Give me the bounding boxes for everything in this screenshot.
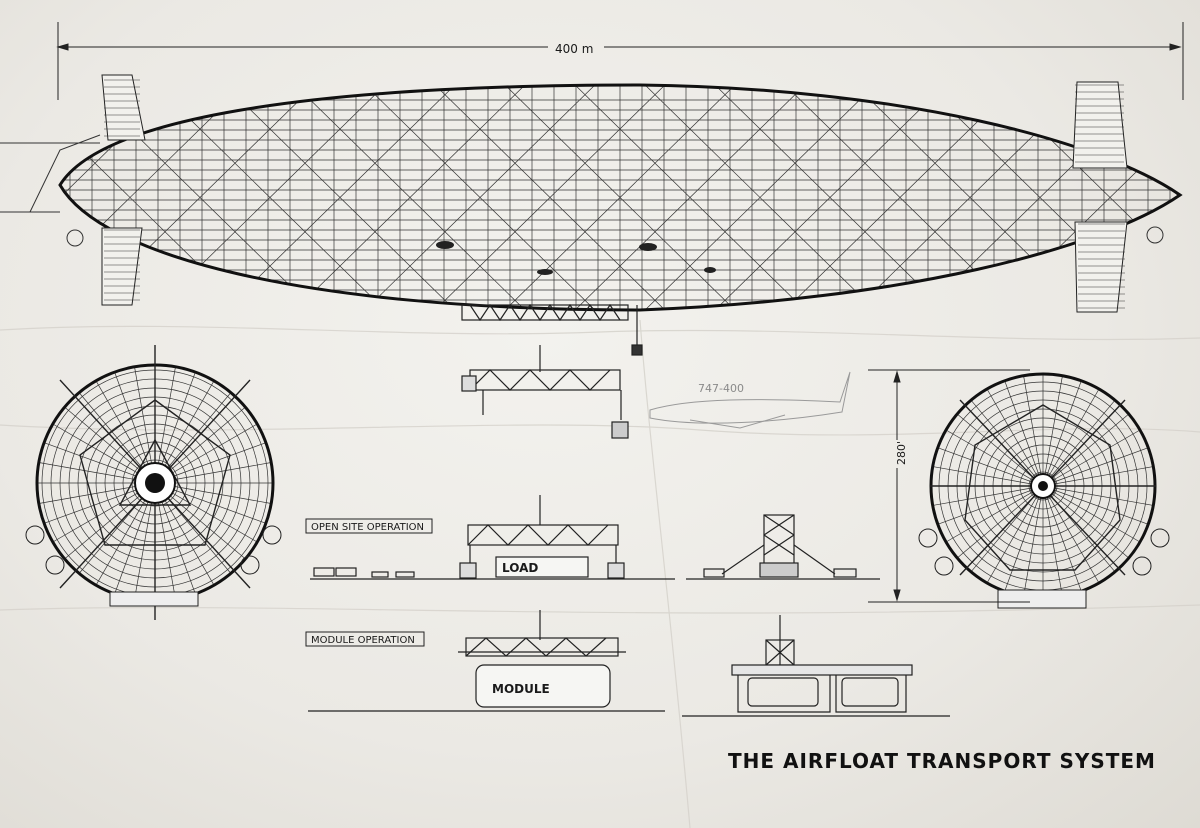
open-site-label: OPEN SITE OPERATION: [311, 522, 424, 533]
height-dimension-label: 280': [895, 441, 908, 465]
aircraft-note: 747-400: [698, 382, 744, 395]
open-site-label-box: [305, 518, 433, 534]
length-dimension-label: 400 m: [555, 42, 593, 56]
load-label: LOAD: [502, 561, 538, 575]
length-dimension-line: [56, 22, 1184, 100]
module-operation-label: MODULE OPERATION: [311, 635, 415, 646]
paper-creases: [0, 319, 1200, 828]
airship-hull-side-view: [0, 74, 1183, 356]
pencil-aircraft-sketch: [649, 371, 851, 429]
drawing-title: THE AIRFLOAT TRANSPORT SYSTEM: [728, 749, 1156, 773]
module-operation-drawing: [308, 610, 950, 717]
open-site-drawing: [310, 495, 880, 580]
front-view-right: [918, 372, 1170, 609]
front-view-left: [25, 345, 282, 620]
module-operation-label-box: [305, 631, 425, 647]
lifting-gantry: [461, 345, 629, 439]
module-label: MODULE: [492, 682, 550, 696]
height-dimension-line: [868, 369, 1030, 603]
